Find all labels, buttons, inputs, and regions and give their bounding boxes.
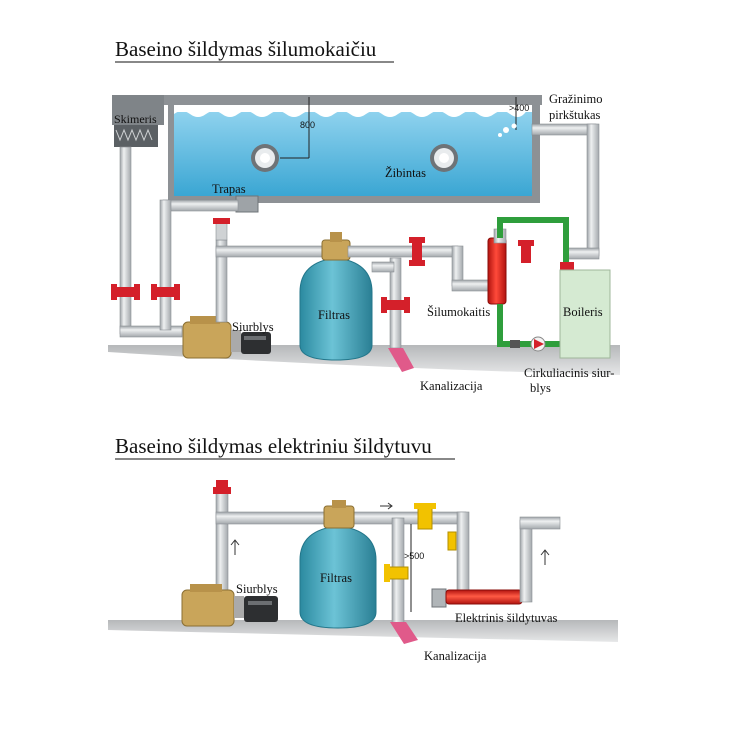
pipe-intake-vertical — [215, 491, 229, 598]
pipe-return-horizontal — [531, 123, 597, 136]
return-bubble-2 — [511, 123, 517, 129]
label-filter-2: Filtras — [320, 571, 352, 585]
valve-right-2[interactable] — [447, 531, 457, 551]
pool-floor — [168, 196, 540, 203]
return-bubble-1 — [503, 127, 509, 133]
pipe-return-horizontal-2 — [519, 516, 561, 530]
pipe-return-to-boiler — [564, 247, 600, 260]
label-circ-pump-1: Cirkuliacinis siur- — [524, 366, 614, 380]
diagram-electric-heater: Baseino šildymas elektriniu šildytuvu Si… — [108, 434, 618, 663]
valve-pump-top[interactable] — [213, 218, 230, 224]
pipe-return-vertical — [586, 123, 600, 257]
pool-wall-right — [532, 105, 540, 200]
filter-1 — [299, 232, 373, 361]
pool-rim — [162, 95, 542, 105]
flow-arrow-return — [540, 549, 550, 565]
valve-intake-top[interactable] — [213, 487, 231, 494]
flow-arrow-top — [380, 502, 393, 510]
filter-2 — [299, 500, 377, 629]
valve-intake-cap[interactable] — [216, 480, 228, 488]
pool-light-1 — [251, 144, 279, 172]
label-pump-1: Siurblys — [232, 320, 274, 334]
sewer-1 — [388, 348, 414, 372]
sewer-2 — [390, 622, 418, 644]
label-circ-pump-2: blys — [530, 381, 551, 395]
label-filter-1: Filtras — [318, 308, 350, 322]
flow-arrow-intake — [230, 539, 240, 555]
label-lights: Žibintas — [385, 166, 426, 180]
label-drain: Trapas — [212, 182, 246, 196]
drain-body — [235, 195, 259, 213]
skimmer-basket — [114, 125, 158, 147]
label-depth: 800 — [300, 120, 315, 130]
label-pump-2: Siurblys — [236, 582, 278, 596]
pump-2 — [181, 584, 278, 627]
label-skimmer: Skimeris — [114, 112, 157, 126]
label-height-min-2: >500 — [404, 551, 424, 561]
pipe-skimmer-down — [119, 146, 132, 335]
pool-water — [174, 112, 532, 196]
pipe-drain-down — [159, 199, 172, 331]
label-sewer-1: Kanalizacija — [420, 379, 483, 393]
pipe-filter-out — [347, 245, 459, 258]
ground-2 — [108, 620, 618, 642]
valve-skimmer[interactable] — [111, 284, 140, 300]
water-waves — [174, 105, 532, 117]
pipe-skimmer-to-pump — [119, 325, 183, 338]
circulation-pump — [510, 336, 546, 352]
pipe-to-exchanger — [451, 279, 493, 292]
ground-1 — [108, 345, 620, 375]
valve-green-2[interactable] — [560, 262, 574, 272]
label-return-nozzle-1: Gražinimo — [549, 92, 602, 106]
return-bubble-3 — [498, 133, 502, 137]
label-height-min-1: >400 — [509, 103, 529, 113]
pipe-return-up-2 — [519, 519, 533, 603]
pipe-drain-horizontal — [162, 199, 239, 212]
diagram-heat-exchanger: Baseino šildymas šilumokaičiu Skimeris Ž… — [108, 37, 620, 395]
skimmer-body — [112, 95, 164, 125]
label-return-nozzle-2: pirkštukas — [549, 108, 601, 122]
pool-wall-left — [168, 105, 174, 200]
pipe-pump-vent — [215, 221, 228, 241]
pipe-to-filter — [215, 245, 331, 258]
valve-drain[interactable] — [151, 284, 180, 300]
pipe-to-heater-down — [456, 511, 470, 598]
label-sewer-2: Kanalizacija — [424, 649, 487, 663]
label-electric-heater: Elektrinis šildytuvas — [455, 611, 558, 625]
pipe-filter-side — [371, 261, 395, 273]
valve-filter-out[interactable] — [409, 237, 425, 266]
pump-1 — [182, 316, 271, 359]
boiler — [559, 269, 611, 359]
skimmer-grid — [115, 128, 153, 142]
valve-filter-drain-2[interactable] — [384, 564, 409, 582]
diagram2-title: Baseino šildymas elektriniu šildytuvu — [115, 434, 432, 458]
pipe-green-bottom — [497, 304, 560, 347]
pipe-green-top — [497, 217, 569, 270]
pool-light-2 — [430, 144, 458, 172]
valve-top-2[interactable] — [414, 503, 436, 530]
label-heat-exchanger: Šilumokaitis — [427, 305, 490, 319]
diagram1-title: Baseino šildymas šilumokaičiu — [115, 37, 377, 61]
valve-green-1[interactable] — [518, 240, 534, 263]
electric-heater — [431, 588, 523, 608]
valve-filter-drain[interactable] — [381, 297, 410, 313]
heat-exchanger — [487, 237, 507, 305]
label-boiler: Boileris — [563, 305, 603, 319]
